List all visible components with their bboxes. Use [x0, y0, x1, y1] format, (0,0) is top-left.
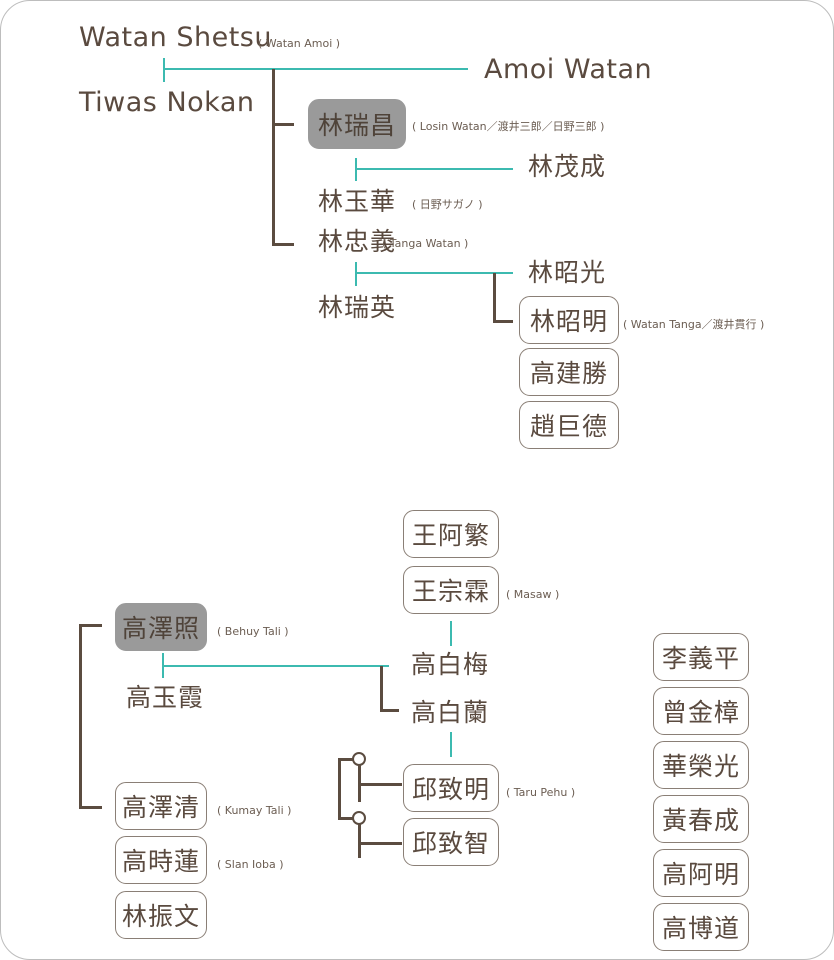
person-box: 高阿明: [653, 849, 749, 897]
descent-line: [272, 69, 275, 246]
person-gao-baimei: 高白梅: [411, 650, 490, 679]
descent-line: [79, 806, 102, 809]
marriage-line: [450, 732, 452, 757]
person-gao-yuxia: 高玉霞: [126, 683, 205, 712]
note-gao-zeqing: ( Kumay Tali ): [217, 804, 292, 817]
descent-line: [272, 243, 294, 246]
descent-line: [338, 817, 354, 820]
descent-line: [493, 320, 513, 323]
person-gao-bailan: 高白蘭: [411, 698, 490, 727]
note-gao-shilian: ( Slan Ioba ): [217, 858, 284, 871]
note-wang-zonglin: ( Masaw ): [506, 588, 560, 601]
marriage-line: [163, 68, 468, 70]
person-wang-zonglin: 王宗霖: [403, 566, 499, 614]
person-box: 李義平: [653, 633, 749, 681]
descent-line: [493, 273, 496, 323]
descent-line: [338, 758, 354, 761]
marriage-line: [450, 621, 452, 646]
descent-line: [358, 783, 402, 786]
person-box: 黃春成: [653, 795, 749, 843]
descent-line: [79, 624, 102, 627]
person-gao-jiansheng: 高建勝: [519, 348, 619, 396]
person-lin-zhenwen: 林振文: [115, 891, 207, 939]
person-qiu-zhizhi: 邱致智: [403, 818, 499, 866]
person-lin-ruichang: 林瑞昌: [308, 99, 406, 149]
person-tiwas-nokan: Tiwas Nokan: [79, 87, 255, 118]
descent-line: [380, 666, 383, 712]
note-gao-zezhao: ( Behuy Tali ): [217, 625, 289, 638]
person-box: 華榮光: [653, 741, 749, 789]
note-lin-zhaoming: ( Watan Tanga／渡井貫行 ): [623, 318, 765, 331]
descent-line: [338, 758, 341, 820]
person-lin-zhongyi: 林忠義: [318, 227, 397, 256]
person-lin-yuhua: 林玉華: [318, 187, 397, 216]
marriage-line: [163, 58, 165, 82]
marriage-line: [355, 262, 357, 286]
marriage-line: [355, 168, 513, 170]
note-lin-zhongyi: ( Tanga Watan ): [382, 237, 469, 250]
marriage-line: [162, 665, 389, 667]
person-lin-zhaoguang: 林昭光: [528, 258, 607, 287]
person-gao-zezhao: 高澤照: [115, 603, 207, 651]
descent-line: [358, 842, 402, 845]
person-watan-shetsu: Watan Shetsu: [79, 22, 272, 53]
adoption-circle-icon: [352, 811, 366, 825]
person-lin-zhaoming: 林昭明: [519, 296, 619, 344]
person-gao-shilian: 高時蓮: [115, 836, 207, 884]
person-amoi-watan: Amoi Watan: [484, 54, 653, 85]
descent-line: [79, 624, 82, 809]
note-lin-yuhua: ( 日野サガノ ): [412, 198, 483, 211]
descent-line: [380, 709, 399, 712]
note-qiu-zhiming: ( Taru Pehu ): [506, 786, 576, 799]
person-lin-ruiying: 林瑞英: [318, 293, 397, 322]
person-lin-maocheng: 林茂成: [528, 152, 607, 181]
descent-line: [272, 123, 294, 126]
person-zhao-jude: 趙巨德: [519, 401, 619, 449]
marriage-line: [355, 272, 513, 274]
person-box: 曾金樟: [653, 687, 749, 735]
person-qiu-zhiming: 邱致明: [403, 764, 499, 812]
person-gao-zeqing: 高澤清: [115, 782, 207, 830]
note-lin-ruichang: ( Losin Watan／渡井三郎／日野三郎 ): [412, 120, 605, 133]
person-wang-afan: 王阿繁: [403, 510, 499, 558]
person-box: 高博道: [653, 903, 749, 951]
adoption-circle-icon: [352, 752, 366, 766]
note-watan-shetsu: ( Watan Amoi ): [258, 37, 341, 50]
descent-line: [358, 824, 361, 858]
